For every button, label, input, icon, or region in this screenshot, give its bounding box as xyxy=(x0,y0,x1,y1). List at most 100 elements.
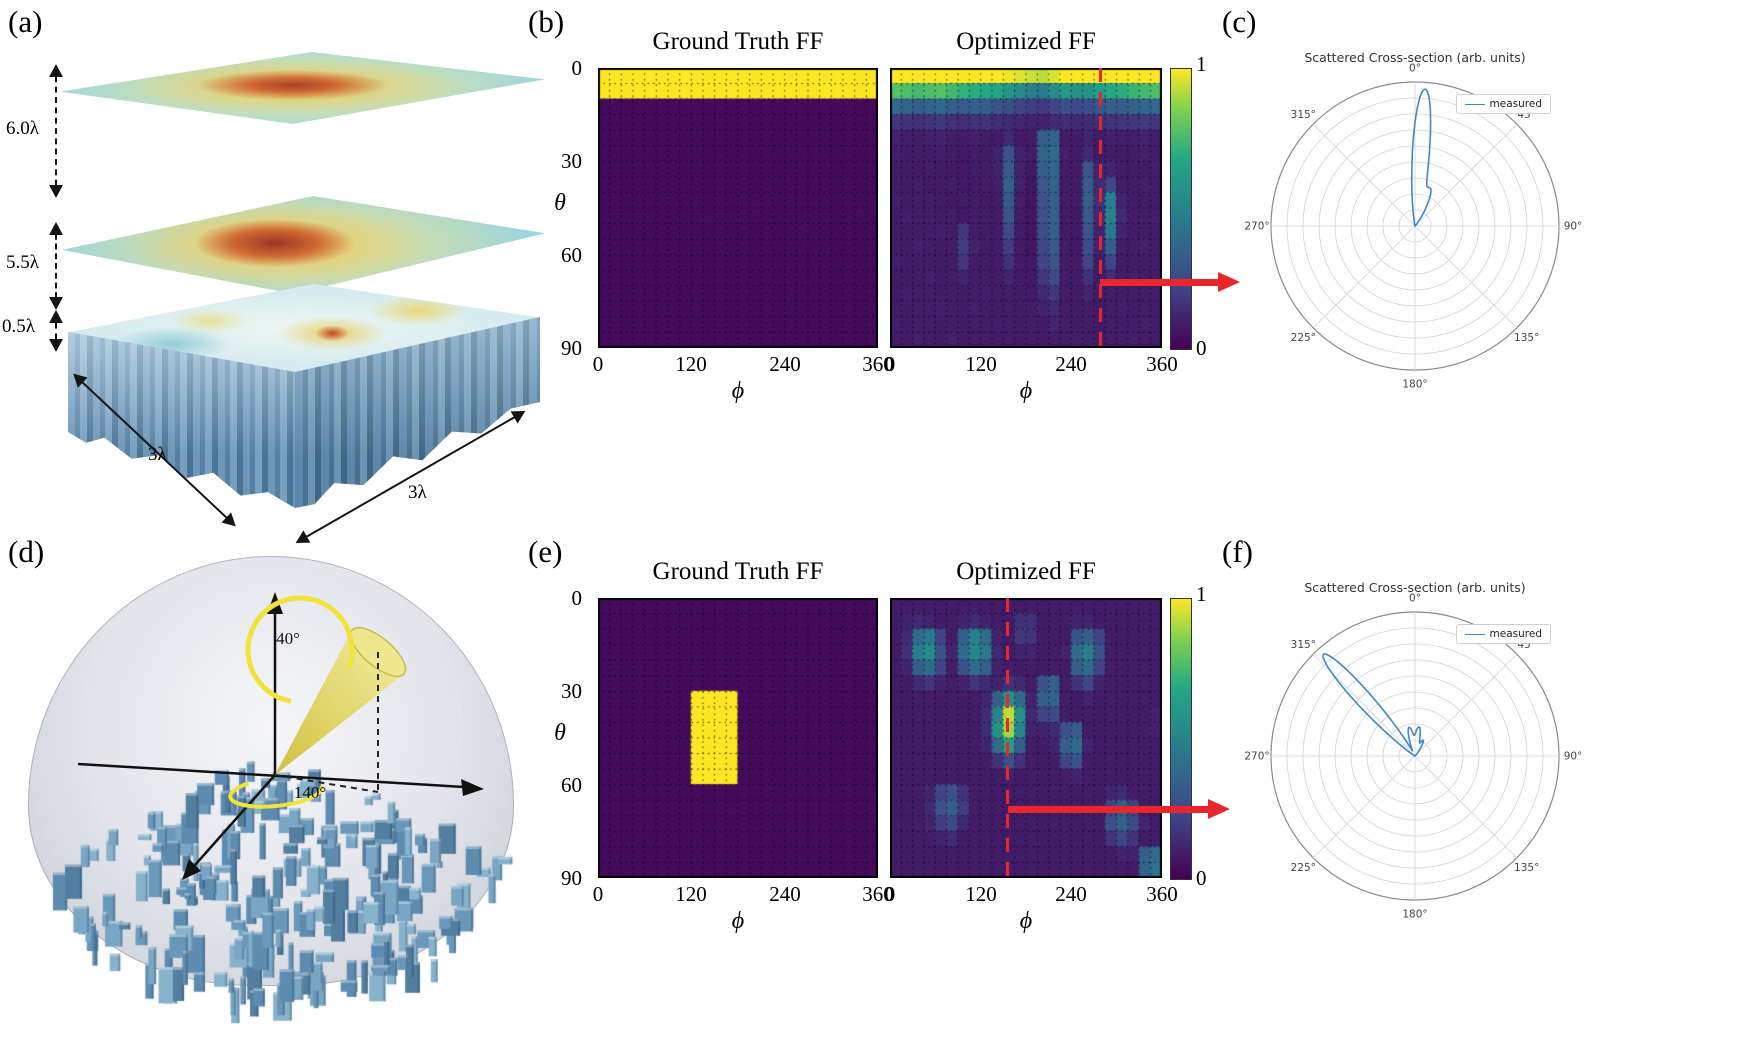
y-axis-label-theta-b: θ xyxy=(554,190,566,216)
dimension-arrow-5-5-lambda xyxy=(49,222,63,310)
x-tick: 0 xyxy=(592,352,604,376)
heatmap-canvas-e-truth xyxy=(598,598,878,878)
heatmap-canvas-e-opt xyxy=(890,598,1162,878)
x-tick: 240 xyxy=(1055,352,1087,376)
beam-cone xyxy=(275,630,404,775)
polar-grid-spoke xyxy=(1312,755,1416,859)
axis-y xyxy=(194,774,276,866)
panel-label-d: (d) xyxy=(8,534,45,569)
polar-grid-spoke xyxy=(1312,225,1416,329)
y-tick: 0 xyxy=(571,56,583,80)
x-axis-label-phi-e-right: ϕ xyxy=(1019,908,1033,934)
heatmap-title-ground-truth-b: Ground Truth FF xyxy=(652,28,824,55)
colorbar-min-label-e: 0 xyxy=(1196,866,1207,890)
angle-label-theta-40: 40° xyxy=(276,629,300,648)
heatmap-optimized-b xyxy=(890,68,1162,348)
polar-angle-label: 315° xyxy=(1291,109,1316,121)
polar-chart-f: 0°45°90°135°180°225°270°315° xyxy=(1244,593,1583,921)
polar-curve xyxy=(1410,88,1432,227)
y-tick: 90 xyxy=(561,866,582,890)
dimension-label-5-5-lambda: 5.5λ xyxy=(6,252,39,273)
x-tick: 0 xyxy=(884,352,896,376)
polar-angle-label: 225° xyxy=(1291,862,1316,874)
polar-angle-label: 315° xyxy=(1291,639,1316,651)
y-tick: 0 xyxy=(571,586,583,610)
polar-angle-label: 90° xyxy=(1564,751,1583,763)
x-tick: 360 xyxy=(862,352,894,376)
panel-label-b: (b) xyxy=(528,4,565,39)
polar-angle-label: 270° xyxy=(1245,751,1270,763)
y-tick: 30 xyxy=(561,149,582,173)
axis-x xyxy=(77,762,465,789)
polar-grid-spoke xyxy=(1414,225,1518,329)
x-tick: 240 xyxy=(769,352,801,376)
x-tick: 360 xyxy=(1146,882,1178,906)
legend-label: measured xyxy=(1489,98,1542,110)
dimension-arrow-6-0-lambda xyxy=(49,64,63,198)
heatmap-title-ground-truth-e: Ground Truth FF xyxy=(652,558,824,585)
heatmap-canvas-b-opt xyxy=(890,68,1162,348)
polar-angle-label: 90° xyxy=(1564,221,1583,233)
x-tick: 120 xyxy=(965,352,997,376)
polar-grid-spoke xyxy=(1312,653,1416,757)
dimension-label-3-lambda-left: 3λ xyxy=(148,444,167,465)
x-axis-label-phi-b-left: ϕ xyxy=(731,378,745,404)
x-tick: 240 xyxy=(769,882,801,906)
cut-arrow-e xyxy=(1007,799,1231,820)
panel-label-c: (c) xyxy=(1222,4,1257,39)
polar-angle-label: 0° xyxy=(1409,63,1421,75)
dimension-arrow-0-5-lambda xyxy=(49,310,63,352)
dimension-label-6-0-lambda: 6.0λ xyxy=(6,118,39,139)
heatmap-ground-truth-e xyxy=(598,598,878,878)
polar-angle-label: 135° xyxy=(1514,862,1539,874)
projection-dashed-plane xyxy=(274,774,379,793)
axis-x-arrowhead xyxy=(461,779,484,796)
legend-label: measured xyxy=(1489,628,1542,640)
polar-curve xyxy=(1322,653,1425,757)
dimension-label-0-5-lambda: 0.5λ xyxy=(2,316,35,337)
field-slice-middle xyxy=(62,196,545,294)
colorbar-max-label-b: 1 xyxy=(1196,52,1207,76)
y-tick: 30 xyxy=(561,679,582,703)
x-axis-label-phi-e-left: ϕ xyxy=(731,908,745,934)
axis-y-arrowhead xyxy=(182,859,201,880)
x-tick: 120 xyxy=(965,882,997,906)
beam-diagram: 40° 140° xyxy=(77,592,484,880)
phi-cut-line-b xyxy=(1098,68,1102,348)
polar-grid-spoke xyxy=(1414,755,1518,859)
legend-line-sample xyxy=(1464,103,1485,105)
polar-grid-spoke xyxy=(1414,653,1518,757)
phi-cut-line-e xyxy=(1006,598,1010,878)
polar-angle-label: 225° xyxy=(1291,332,1316,344)
x-tick: 0 xyxy=(592,882,604,906)
x-axis-label-phi-b-right: ϕ xyxy=(1019,378,1033,404)
x-tick: 240 xyxy=(1055,882,1087,906)
heatmap-title-optimized-b: Optimized FF xyxy=(956,28,1096,55)
legend-f: measured xyxy=(1455,624,1551,644)
polar-angle-label: 270° xyxy=(1245,221,1270,233)
angle-label-phi-140: 140° xyxy=(294,783,326,802)
x-tick: 120 xyxy=(675,882,707,906)
panel-label-f: (f) xyxy=(1222,534,1253,569)
polar-angle-label: 135° xyxy=(1514,332,1539,344)
x-tick: 360 xyxy=(1146,352,1178,376)
legend-c: measured xyxy=(1455,94,1551,114)
colorbar-min-label-b: 0 xyxy=(1196,336,1207,360)
polar-angle-label: 180° xyxy=(1402,909,1427,921)
polar-panel-f: Scattered Cross-section (arb. units) mea… xyxy=(1244,560,1585,960)
x-tick: 360 xyxy=(862,882,894,906)
heatmap-ground-truth-b xyxy=(598,68,878,348)
heatmap-title-optimized-e: Optimized FF xyxy=(956,558,1096,585)
dimension-label-3-lambda-right: 3λ xyxy=(408,482,427,503)
field-slice-top xyxy=(60,52,545,124)
polar-grid-spoke xyxy=(1414,123,1518,227)
heatmap-canvas-b-truth xyxy=(598,68,878,348)
x-tick: 120 xyxy=(675,352,707,376)
colorbar-e xyxy=(1170,598,1192,880)
structure-blocks-canvas xyxy=(22,735,522,1025)
polar-title-c: Scattered Cross-section (arb. units) xyxy=(1304,50,1526,65)
y-tick: 90 xyxy=(561,336,582,360)
polar-title-f: Scattered Cross-section (arb. units) xyxy=(1304,580,1526,595)
polar-panel-c: Scattered Cross-section (arb. units) mea… xyxy=(1244,30,1585,430)
